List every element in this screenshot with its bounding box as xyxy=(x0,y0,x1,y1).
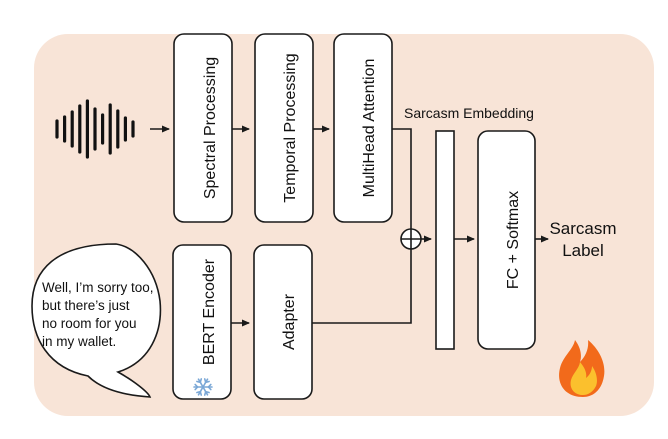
speech-bubble-line: in my wallet. xyxy=(42,334,116,349)
snowflake-arm xyxy=(202,386,209,396)
connector-adapter-to-fusion xyxy=(312,249,412,324)
flame-icon xyxy=(559,340,605,397)
snowflake-arm xyxy=(202,378,209,388)
speech-bubble-line: no room for you xyxy=(42,316,137,331)
snowflake-branch xyxy=(199,378,203,384)
fc-softmax-block: FC + Softmax xyxy=(477,130,536,350)
snowflake-branch xyxy=(203,390,207,396)
speech-bubble-line: Well, I’m sorry too, xyxy=(42,280,154,295)
adapter-block: Adapter xyxy=(253,244,313,400)
snowflake-arm xyxy=(197,386,204,396)
temporal-processing-block: Temporal Processing xyxy=(254,33,314,223)
speech-bubble xyxy=(31,243,162,398)
bert-encoder-label: BERT Encoder xyxy=(201,258,218,365)
fc-softmax-label: FC + Softmax xyxy=(505,191,522,289)
bert-encoder-block: BERT Encoder xyxy=(172,244,232,400)
spectral-processing-label: Spectral Processing xyxy=(202,57,219,199)
snowflake-branch xyxy=(196,390,202,394)
sarcasm-embedding-vector xyxy=(435,130,455,350)
audio-waveform-icon xyxy=(55,99,135,159)
multihead-attention-label: MultiHead Attention xyxy=(361,59,378,198)
spectral-processing-block: Spectral Processing xyxy=(173,33,233,223)
snowflake-icon xyxy=(193,378,213,396)
speech-bubble-line: but there’s just xyxy=(42,298,130,313)
snowflake-arm xyxy=(197,378,204,388)
snowflake-branch xyxy=(194,383,199,388)
output-label-line2: Label xyxy=(562,241,604,260)
snowflake-branch xyxy=(207,386,212,391)
adapter-label: Adapter xyxy=(281,293,298,350)
circled-plus-icon xyxy=(400,228,422,250)
connector-attention-to-fusion xyxy=(392,128,412,229)
snowflake-branch xyxy=(204,380,210,384)
temporal-processing-label: Temporal Processing xyxy=(282,53,299,202)
sarcasm-embedding-label: Sarcasm Embedding xyxy=(404,105,534,121)
multihead-attention-block: MultiHead Attention xyxy=(333,33,393,223)
speech-bubble-text: Well, I’m sorry too, but there’s just no r… xyxy=(42,280,154,349)
output-label-line1: Sarcasm xyxy=(549,219,616,238)
